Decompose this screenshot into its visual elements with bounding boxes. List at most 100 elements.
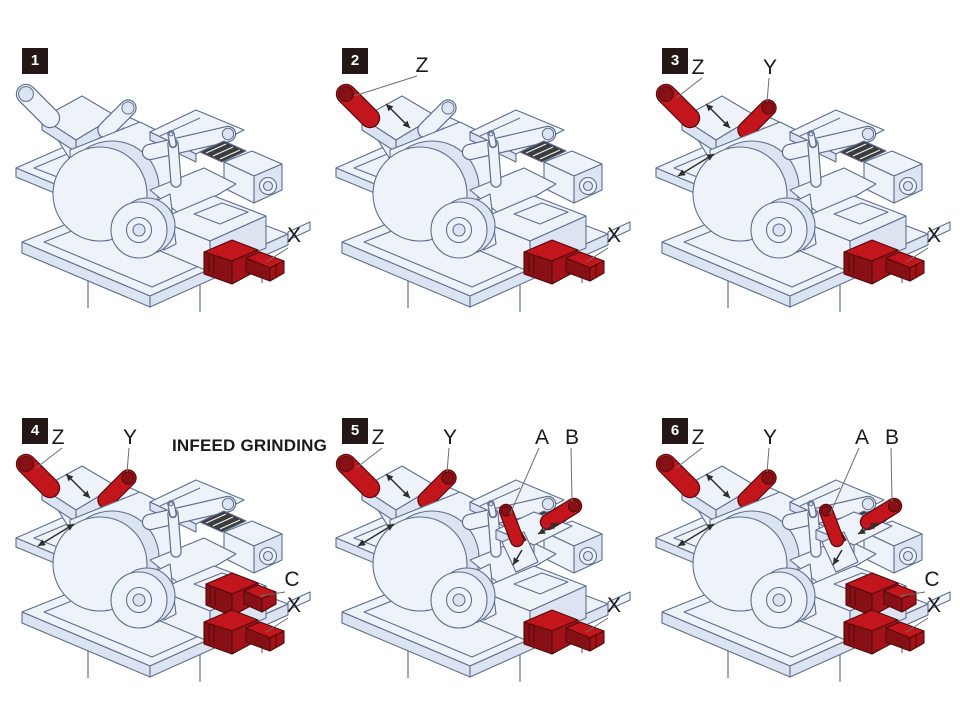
machine-illustration: X	[0, 40, 320, 340]
step-number-badge: 3	[662, 48, 688, 74]
machine-illustration: Z Y X	[640, 40, 960, 340]
regulating-wheel	[750, 193, 817, 259]
axis-label-x: X	[927, 594, 941, 617]
dresser-post	[167, 500, 182, 558]
a-axis-lever	[498, 503, 527, 548]
axis-callout-b: B	[885, 426, 899, 503]
step-number-badge: 6	[662, 418, 688, 444]
axis-label-z: Z	[52, 426, 65, 449]
c-axis-handle	[845, 572, 917, 617]
regulating-wheel	[430, 193, 497, 259]
feed-bar	[781, 125, 877, 161]
axis-callout-c: C	[259, 568, 300, 597]
regulating-wheel	[430, 563, 497, 629]
x-axis-handle	[523, 609, 605, 655]
x-axis-handle	[203, 239, 285, 285]
axis-label-z: Z	[372, 426, 385, 449]
axis-callout-x: X	[265, 224, 301, 263]
axis-label-z: Z	[416, 54, 429, 77]
axis-label-x: X	[287, 594, 301, 617]
axis-callout-y: Y	[443, 426, 457, 473]
dresser-post	[487, 130, 502, 188]
axis-label-a: A	[855, 426, 869, 449]
panel-1: 1 X	[0, 40, 320, 340]
axis-callout-a: A	[509, 426, 549, 515]
y-axis-knob	[737, 99, 777, 139]
motion-arrow-ab	[832, 522, 879, 566]
axis-callout-b: B	[565, 426, 579, 503]
axis-callout-a: A	[829, 426, 869, 515]
regulating-wheel	[110, 563, 177, 629]
z-axis-knob	[15, 453, 61, 499]
x-axis-handle	[203, 609, 285, 655]
axis-label-c: C	[284, 568, 299, 591]
grinding-machine: X	[15, 83, 311, 312]
b-axis-knob	[539, 497, 583, 531]
axis-label-x: X	[607, 594, 621, 617]
dresser-post	[167, 130, 182, 188]
axis-label-x: X	[287, 224, 301, 247]
y-knob-idle	[417, 99, 457, 139]
motor-block	[839, 510, 923, 574]
x-axis-handle	[843, 609, 925, 655]
y-axis-knob	[97, 469, 137, 509]
motion-arrow-ab	[512, 522, 559, 566]
step-number-badge: 2	[342, 48, 368, 74]
motion-arrow-slide	[65, 473, 91, 499]
x-axis-handle	[843, 239, 925, 285]
dresser-post	[487, 500, 502, 558]
z-axis-knob	[655, 453, 701, 499]
axis-callout-z: Z	[355, 426, 385, 469]
step-number-badge: 4	[22, 418, 48, 444]
a-axis-lever	[818, 503, 847, 548]
b-axis-knob	[859, 497, 903, 531]
z-knob-idle	[15, 83, 61, 129]
axis-callout-z: Z	[35, 426, 65, 469]
axis-label-y: Y	[763, 56, 777, 79]
feed-bar	[461, 125, 557, 161]
step-number-badge: 5	[342, 418, 368, 444]
axis-label-x: X	[607, 224, 621, 247]
regulating-wheel	[750, 563, 817, 629]
feed-bar	[141, 125, 237, 161]
axis-label-y: Y	[763, 426, 777, 449]
panel-3: 3 Z Y X	[640, 40, 960, 340]
axis-callout-x: X	[585, 224, 621, 263]
axis-callout-x: X	[905, 224, 941, 263]
grinding-machine: Z Y CX	[15, 426, 311, 682]
axis-callout-y: Y	[123, 426, 137, 473]
motion-arrow-table	[357, 523, 395, 547]
motor-block	[519, 140, 603, 204]
motor-block	[199, 140, 283, 204]
motor-block	[519, 510, 603, 574]
step-number-badge: 1	[22, 48, 48, 74]
x-axis-handle	[523, 239, 605, 285]
z-axis-knob	[335, 83, 381, 129]
motion-arrow-table	[677, 523, 715, 547]
y-axis-knob	[737, 469, 777, 509]
motion-arrow-table	[37, 523, 75, 547]
axis-label-z: Z	[692, 56, 705, 79]
machine-diagram-svg: X	[15, 83, 311, 312]
axis-label-b: B	[885, 426, 899, 449]
axis-label-y: Y	[443, 426, 457, 449]
motor-block	[199, 510, 283, 574]
machine-diagram-svg: Z Y CX	[15, 426, 311, 682]
grinding-machine: ZX	[335, 54, 631, 312]
z-axis-knob	[335, 453, 381, 499]
axis-callout-c: C	[899, 568, 940, 597]
axis-callout-x: X	[585, 594, 621, 633]
machine-diagram-svg: ZX	[335, 54, 631, 312]
motion-arrow-slide	[705, 473, 731, 499]
motion-arrow-slide	[385, 473, 411, 499]
z-axis-knob	[655, 83, 701, 129]
